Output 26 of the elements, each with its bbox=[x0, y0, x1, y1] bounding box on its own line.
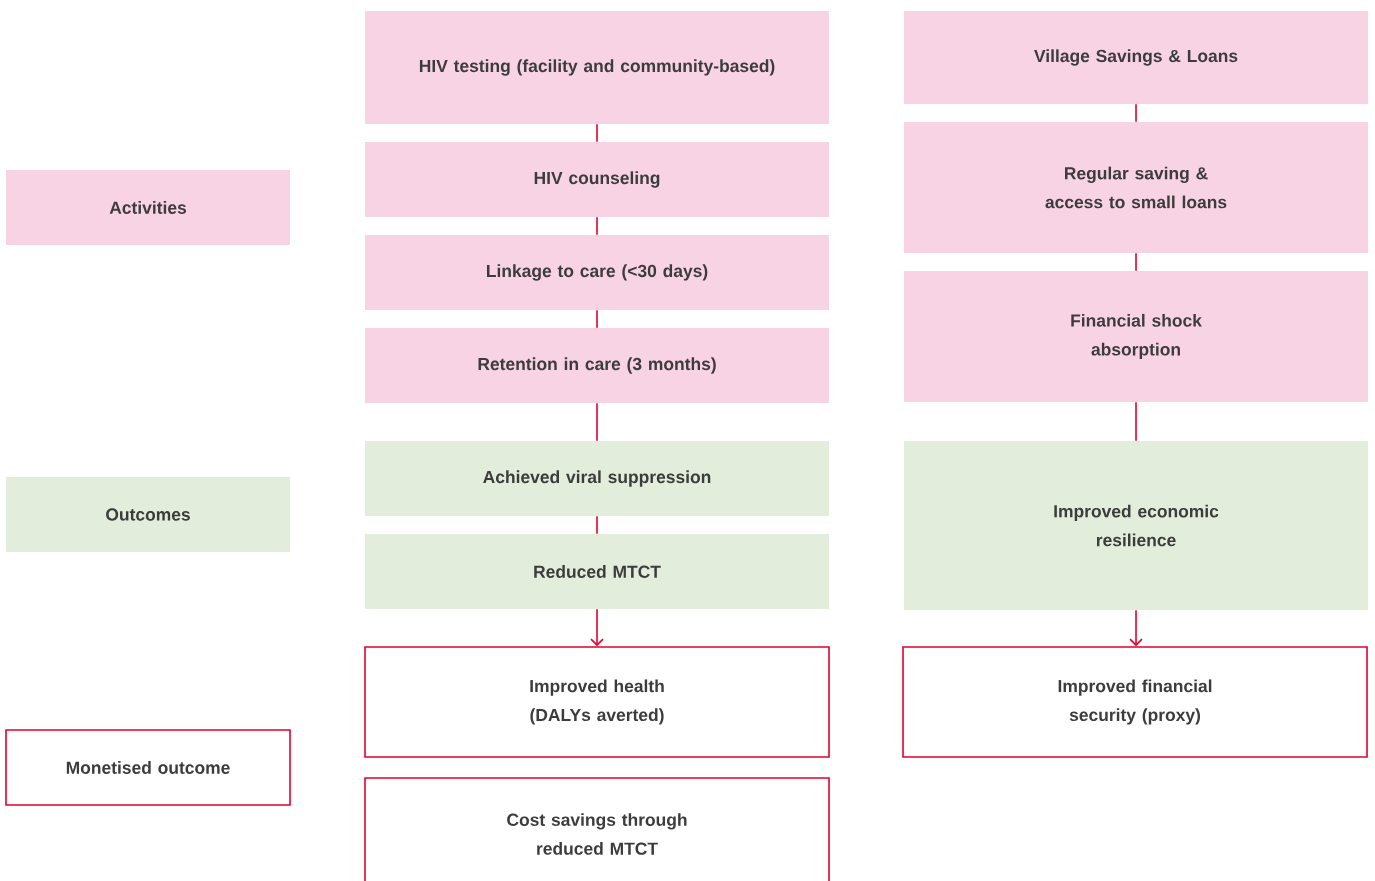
connector bbox=[596, 216, 598, 236]
connector bbox=[596, 402, 598, 442]
connector bbox=[1135, 103, 1137, 123]
activity-box: HIV testing (facility and community-based) bbox=[365, 11, 829, 124]
outcome-box: Outcomes bbox=[6, 477, 290, 552]
activity-box: Village Savings & Loans bbox=[904, 11, 1368, 104]
connector bbox=[1135, 401, 1137, 442]
monetised-outcome-box: Monetised outcome bbox=[5, 729, 291, 806]
outcome-box: Achieved viral suppression bbox=[365, 441, 829, 516]
monetised-outcome-box: Cost savings through reduced MTCT bbox=[364, 777, 830, 881]
connector bbox=[596, 309, 598, 329]
outcome-box: Reduced MTCT bbox=[365, 534, 829, 609]
connector bbox=[596, 515, 598, 535]
activity-box: Activities bbox=[6, 170, 290, 245]
activity-box: Linkage to care (<30 days) bbox=[365, 235, 829, 310]
connector bbox=[1129, 609, 1143, 647]
outcome-box: Improved economic resilience bbox=[904, 441, 1368, 610]
activity-box: HIV counseling bbox=[365, 142, 829, 217]
monetised-outcome-box: Improved health (DALYs averted) bbox=[364, 646, 830, 758]
activity-box: Regular saving & access to small loans bbox=[904, 122, 1368, 253]
activity-box: Financial shock absorption bbox=[904, 271, 1368, 402]
connector bbox=[1135, 252, 1137, 272]
connector bbox=[596, 123, 598, 143]
monetised-outcome-box: Improved financial security (proxy) bbox=[902, 646, 1368, 758]
activity-box: Retention in care (3 months) bbox=[365, 328, 829, 403]
connector bbox=[590, 608, 604, 647]
